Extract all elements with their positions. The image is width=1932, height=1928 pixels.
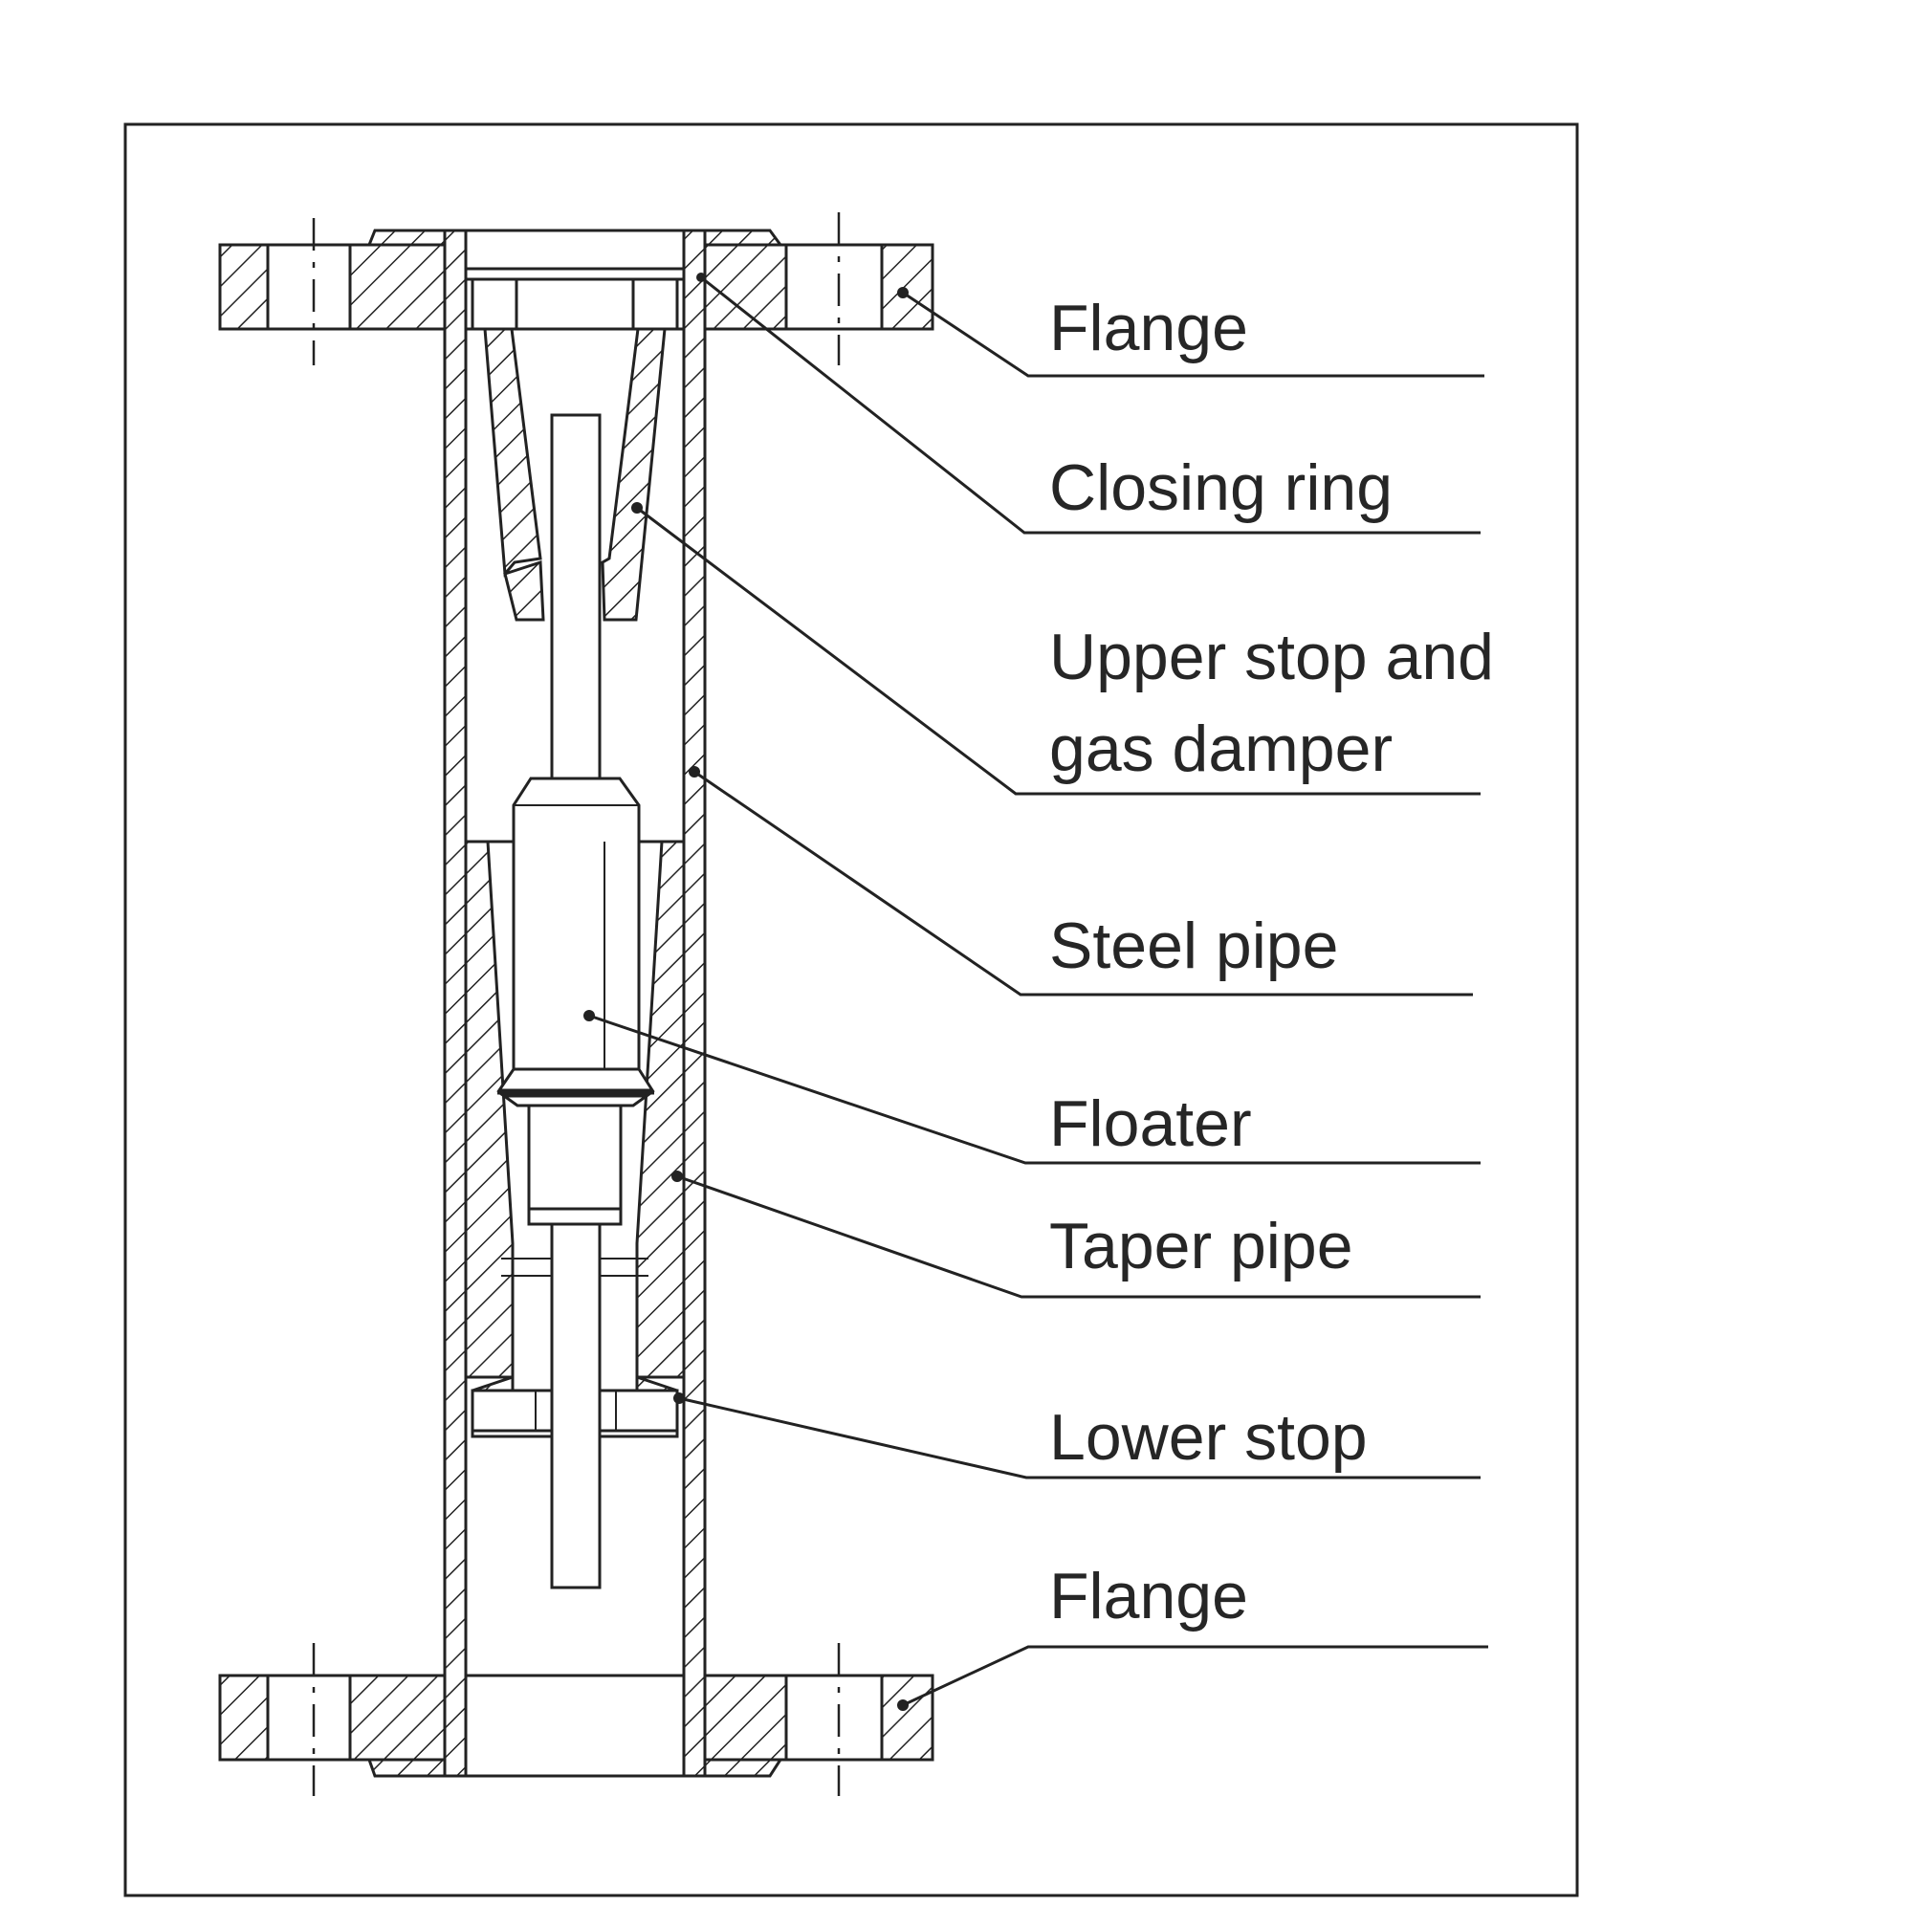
label-upper-stop-line1: Upper stop and	[1049, 621, 1494, 693]
labels: Flange Closing ring Upper stop and gas d…	[1049, 292, 1494, 1632]
label-flange-top: Flange	[1049, 292, 1248, 364]
label-steel-pipe: Steel pipe	[1049, 909, 1338, 982]
upper-stop-part	[483, 327, 667, 622]
steel-pipe-walls	[443, 229, 707, 1778]
label-floater: Floater	[1049, 1087, 1252, 1160]
label-flange-bottom: Flange	[1049, 1560, 1248, 1632]
closing-ring-part	[464, 267, 686, 331]
label-closing-ring: Closing ring	[1049, 451, 1393, 524]
bottom-flange	[218, 1643, 934, 1796]
taper-pipe-part	[464, 840, 686, 1379]
outer-frame	[123, 122, 1579, 1897]
label-taper-pipe: Taper pipe	[1049, 1210, 1353, 1282]
label-upper-stop-line2: gas damper	[1049, 712, 1393, 785]
guide-rod	[550, 413, 602, 1589]
lower-stop-part	[471, 1374, 679, 1438]
floater-part	[496, 777, 655, 1226]
label-lower-stop: Lower stop	[1049, 1401, 1368, 1474]
leader-lines	[583, 273, 1488, 1711]
